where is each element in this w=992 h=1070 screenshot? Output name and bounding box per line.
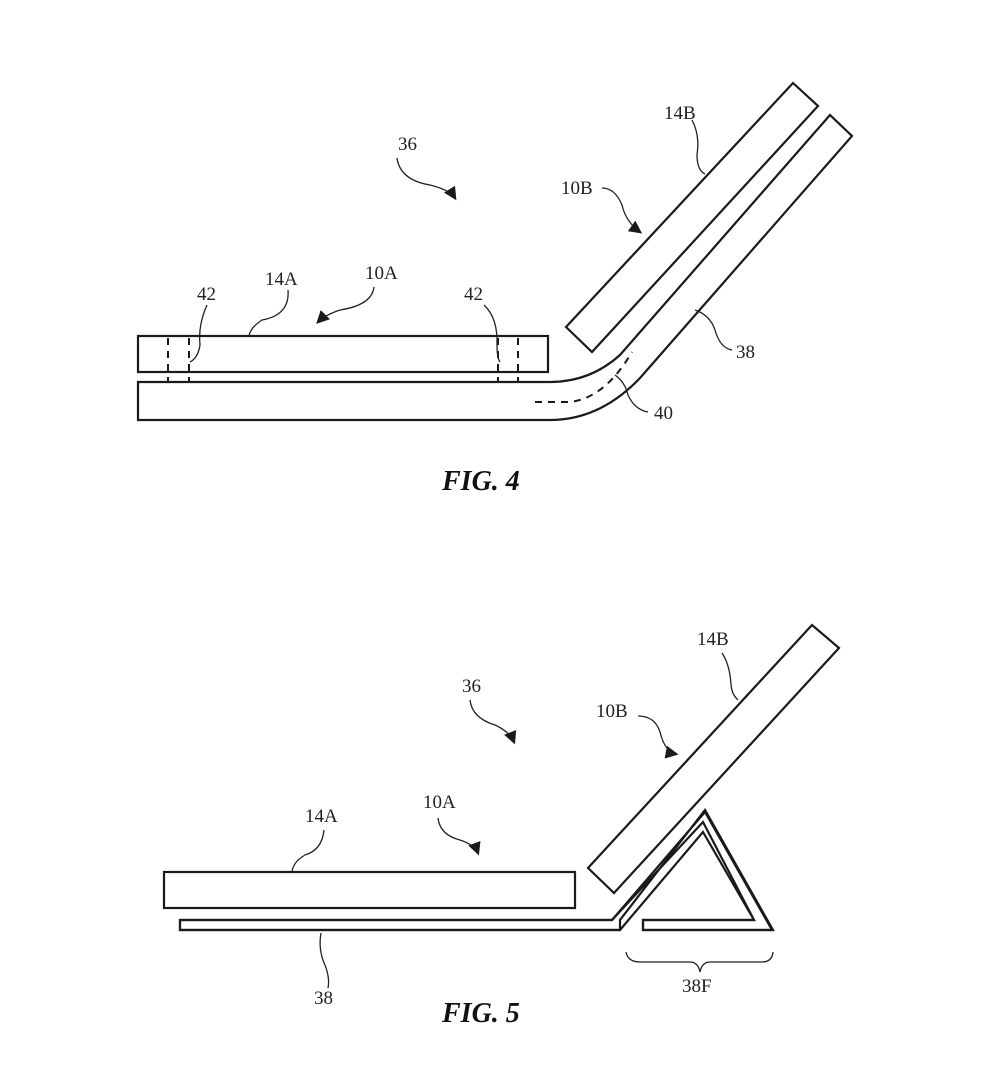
cover-38-body [178, 808, 775, 932]
label-38: 38 [736, 342, 755, 363]
label-10a: 10A [423, 792, 456, 813]
leader-38 [694, 309, 733, 351]
figure-caption: FIG. 5 [441, 998, 520, 1029]
device-10b-body [586, 623, 841, 895]
label-10a: 10A [365, 263, 398, 284]
label-38: 38 [314, 988, 333, 1009]
label-40: 40 [654, 403, 673, 424]
label-10b: 10B [561, 178, 593, 199]
label-14b: 14B [664, 103, 696, 124]
bracket-38f [625, 951, 774, 973]
leader-14b [691, 119, 706, 175]
stand-flap-38f [178, 810, 774, 932]
leader-14b [721, 652, 739, 701]
label-42-right: 42 [464, 284, 483, 305]
label-10b: 10B [596, 701, 628, 722]
figure-5: 36 10A 14A 38 10B 14B 38F FIG. 5 [162, 623, 841, 1029]
label-38f: 38F [682, 976, 712, 997]
arrow-10b [601, 187, 643, 234]
label-42-left: 42 [197, 284, 216, 305]
label-36: 36 [398, 134, 417, 155]
arrow-36 [469, 699, 517, 745]
label-36: 36 [462, 676, 481, 697]
leader-38 [319, 932, 330, 989]
arrow-10a [316, 286, 375, 324]
device-10b-body [564, 81, 820, 354]
fold-region-40 [535, 351, 633, 403]
arrow-10b [637, 715, 679, 759]
cover-38-body [136, 113, 854, 422]
figure-caption: FIG. 4 [441, 466, 520, 497]
leader-42-left [189, 304, 208, 363]
label-14a: 14A [305, 806, 338, 827]
label-14b: 14B [697, 629, 729, 650]
label-14a: 14A [265, 269, 298, 290]
leader-14a [248, 289, 289, 337]
leader-40 [614, 374, 649, 413]
arrow-36 [396, 157, 457, 201]
device-10a-body [136, 334, 550, 374]
figure-4: 36 10A 14A 42 42 10B 14B 38 40 FIG. 4 [136, 81, 854, 497]
arrow-10a [437, 817, 481, 856]
leader-42-right [483, 304, 501, 363]
device-10a-body [162, 870, 577, 910]
leader-14a [291, 829, 325, 873]
